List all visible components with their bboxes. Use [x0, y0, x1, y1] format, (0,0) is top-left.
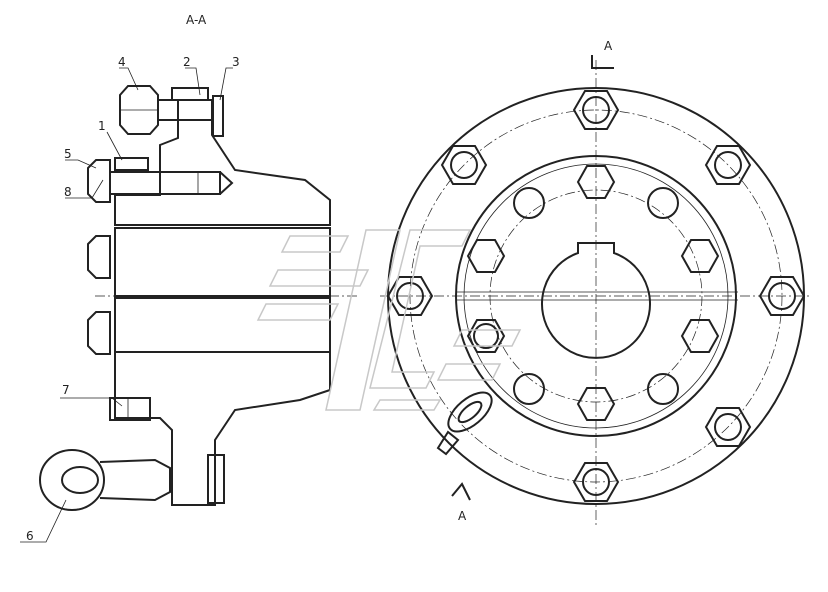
bore-bolt-lower — [87, 311, 111, 355]
callout-3: 3 — [232, 55, 240, 69]
bolt-4-head — [119, 85, 159, 135]
section-mark-bottom-line — [451, 482, 471, 501]
section-mark-bottom: A — [458, 509, 467, 523]
section-mark-top-line — [591, 55, 614, 69]
hub-inner — [463, 163, 729, 429]
callout-4: 4 — [118, 55, 126, 69]
inner-bolts — [466, 165, 720, 421]
upper-flange-body — [114, 99, 331, 226]
outer-bolts — [386, 90, 806, 502]
upper-collar — [114, 157, 149, 171]
bore-lower — [114, 297, 331, 353]
callout-1: 1 — [98, 119, 106, 133]
callout-leaders — [20, 67, 233, 543]
bolt-5-head — [87, 159, 111, 203]
callout-5: 5 — [64, 147, 72, 161]
section-title: A-A — [186, 13, 207, 27]
inner-bolt-circle — [489, 189, 703, 403]
bolt-8-shank — [109, 171, 221, 195]
watermark-logo — [256, 229, 522, 411]
callout-2: 2 — [183, 55, 191, 69]
front-view: A A — [380, 39, 812, 525]
bore-bolt-upper — [87, 235, 111, 279]
callout-8: 8 — [64, 185, 72, 199]
callout-6: 6 — [26, 529, 34, 543]
bolt-4-shank — [157, 99, 214, 121]
shaft-bore — [541, 242, 651, 359]
bolt-3-end — [212, 95, 224, 137]
lifting-eye-6 — [39, 449, 225, 511]
hub-outer — [455, 155, 737, 437]
outer-bolt-circle — [409, 109, 783, 483]
cap-part-2 — [171, 87, 209, 101]
section-view: A-A — [20, 13, 360, 543]
callout-7: 7 — [62, 383, 70, 397]
front-lifting-eye — [436, 391, 493, 456]
plug-7 — [109, 397, 151, 421]
lower-flange-body — [114, 351, 331, 506]
section-mark-top: A — [604, 39, 613, 53]
